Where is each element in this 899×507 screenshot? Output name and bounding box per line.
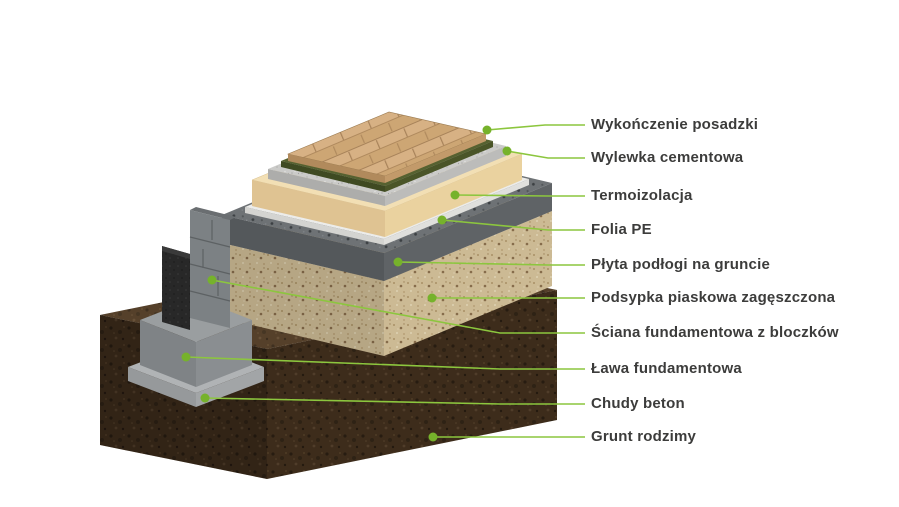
leader-line-footing — [185, 356, 585, 370]
lean-concrete-front-right-face — [196, 367, 264, 407]
leader-line-lean-concrete — [204, 397, 585, 405]
label-pe-foil: Folia PE — [591, 221, 652, 238]
leader-dot-lean-concrete — [200, 393, 210, 403]
label-lean-concrete: Chudy beton — [591, 395, 685, 412]
label-cement-screed: Wylewka cementowa — [591, 149, 744, 166]
leader-dots — [181, 125, 512, 442]
screed-front-left-face — [268, 169, 385, 206]
footing-front-left-face — [140, 320, 196, 387]
leader-dot-ground-slab — [393, 257, 403, 267]
sand-front-left-face — [222, 243, 384, 356]
layer-floor-finish — [287, 111, 487, 183]
leader-line-cement-screed — [506, 150, 585, 159]
underlay-front-right-face — [385, 141, 493, 192]
label-floor-finish: Wykończenie posadzki — [591, 116, 759, 133]
wood-front-right-face — [385, 134, 486, 183]
leader-line-foundation-wall — [211, 279, 585, 334]
label-ground-slab: Płyta podłogi na gruncie — [591, 256, 770, 273]
leader-line-thermal-insulation — [454, 194, 585, 197]
perimeter-insulation-face — [162, 246, 190, 330]
label-thermal-insulation: Termoizolacja — [591, 187, 693, 204]
leader-dot-floor-finish — [482, 125, 492, 135]
leader-dot-sand-bedding — [427, 293, 437, 303]
foil-front-left-face — [245, 207, 384, 245]
wall-block-joints — [189, 220, 231, 302]
layer-foundation-wall — [189, 207, 236, 328]
insulation-front-left-face — [252, 180, 385, 237]
leader-dot-pe-foil — [437, 215, 447, 225]
label-footing: Ława fundamentowa — [591, 360, 742, 377]
leader-line-pe-foil — [441, 219, 585, 231]
leader-line-ground-slab — [397, 261, 585, 266]
label-foundation-wall: Ściana fundamentowa z bloczków — [591, 324, 839, 341]
wall-top-face — [190, 207, 236, 220]
label-native-soil: Grunt rodzimy — [591, 428, 697, 445]
layer-perimeter-insulation — [162, 246, 190, 330]
label-sand-bedding: Podsypka piaskowa zagęszczona — [591, 289, 836, 306]
leader-dot-foundation-wall — [207, 275, 217, 285]
leader-dot-cement-screed — [502, 146, 512, 156]
slab-front-right-face — [384, 183, 552, 281]
slab-front-left-face — [222, 215, 384, 281]
leader-line-floor-finish — [486, 124, 585, 131]
wood-front-left-face — [288, 154, 385, 183]
footing-front-right-face — [196, 320, 252, 387]
screed-front-right-face — [385, 146, 506, 206]
underlay-front-left-face — [281, 161, 385, 192]
leader-dot-thermal-insulation — [450, 190, 460, 200]
perimeter-insulation-top — [162, 246, 190, 259]
leader-lines — [185, 124, 585, 438]
leader-dot-native-soil — [428, 432, 438, 442]
leader-dot-footing — [181, 352, 191, 362]
